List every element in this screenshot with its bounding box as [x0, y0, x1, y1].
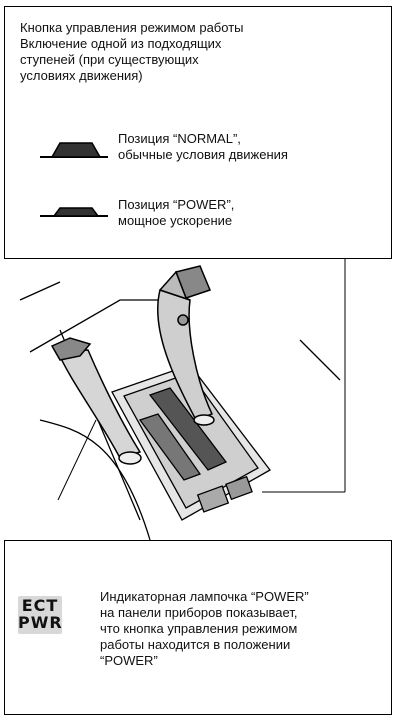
lamp-text-ect: ECT [21, 596, 59, 615]
power-position-label: Позиция “POWER”, мощное ускорение [118, 197, 234, 229]
description-line: Кнопка управления режимом работы [20, 20, 244, 35]
description-line: Включение одной из подходящих [20, 36, 222, 51]
description-line: ступеней (при существующих [20, 52, 199, 67]
indicator-line: Индикаторная лампочка “POWER” [100, 589, 309, 604]
transfer-lever [50, 337, 142, 465]
power-position-icon [40, 207, 108, 217]
normal-position-label: Позиция “NORMAL”, обычные условия движен… [118, 131, 288, 163]
console-drawing [19, 281, 341, 541]
lamp-text-pwr: PWR [18, 613, 63, 632]
shift-lever [156, 265, 215, 426]
ect-pwr-indicator-lamp: ECT PWR [18, 596, 62, 634]
power-position-title: Позиция “POWER”, [118, 197, 235, 212]
description-line: условиях движения) [20, 68, 143, 83]
leader-lines [57, 259, 346, 501]
indicator-line: что кнопка управления режимом [100, 621, 298, 636]
indicator-line: “POWER” [100, 653, 158, 668]
indicator-line: на панели приборов показывает, [100, 605, 298, 620]
power-position-desc: мощное ускорение [118, 213, 233, 228]
indicator-callout-box [4, 540, 392, 715]
indicator-description: Индикаторная лампочка “POWER” на панели … [100, 589, 309, 669]
normal-position-icon [40, 142, 108, 158]
normal-position-title: Позиция “NORMAL”, [118, 131, 241, 146]
indicator-line: работы находится в положении [100, 637, 291, 652]
normal-position-desc: обычные условия движения [118, 147, 288, 162]
mode-button-description: Кнопка управления режимом работы Включен… [20, 20, 244, 84]
